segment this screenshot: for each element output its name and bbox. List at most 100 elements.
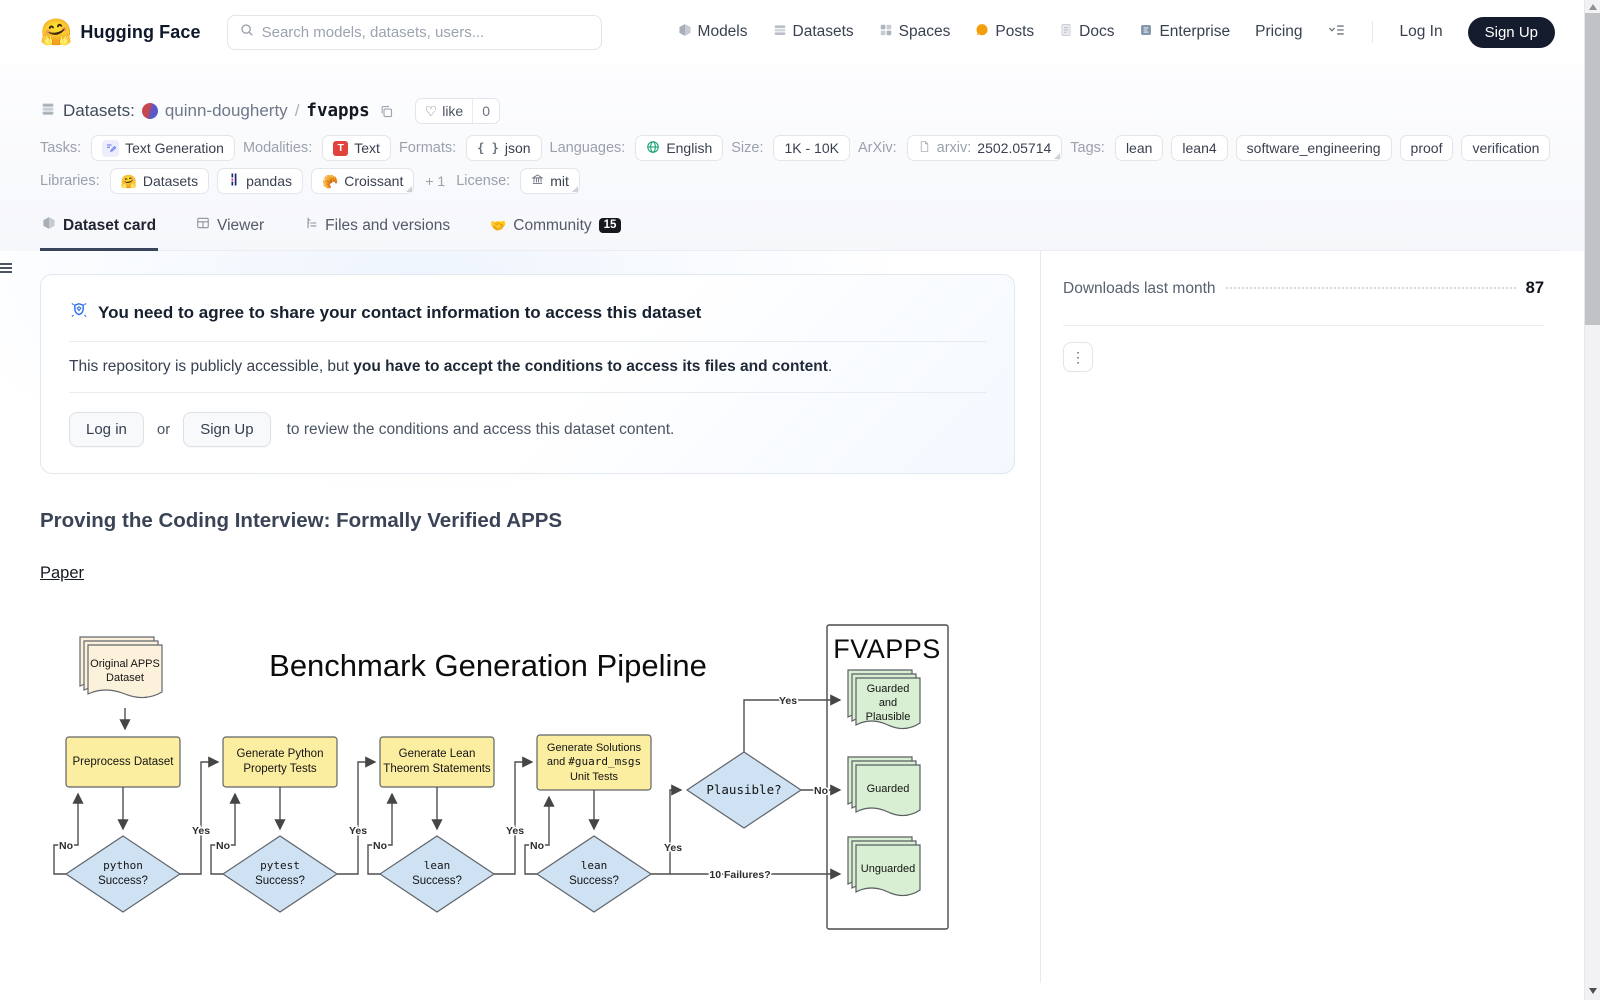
repo-header: Datasets: quinn-dougherty / fvapps ♡ lik… [0, 64, 1600, 251]
like-count[interactable]: 0 [472, 99, 499, 123]
chevron-menu-icon [1328, 23, 1345, 42]
gate-body: This repository is publicly accessible, … [69, 342, 986, 393]
nav-docs-label: Docs [1079, 23, 1115, 40]
tasks-label: Tasks: [40, 140, 82, 156]
process-boxes [65, 734, 652, 791]
pandas-icon [228, 173, 240, 189]
copy-repo-name-icon[interactable] [379, 104, 394, 119]
size-pill[interactable]: 1K - 10K [773, 135, 850, 161]
like-button[interactable]: ♡ like 0 [414, 98, 501, 124]
search-input[interactable] [261, 23, 589, 41]
nav-spaces[interactable]: Spaces [879, 23, 951, 42]
gate-login-button[interactable]: Log in [69, 412, 144, 447]
docs-file-icon [1059, 23, 1073, 42]
format-pill-json[interactable]: { } json [466, 135, 542, 161]
signup-button[interactable]: Sign Up [1467, 16, 1555, 48]
tag-pill-lean4[interactable]: lean4 [1171, 135, 1228, 161]
svg-text:No: No [59, 840, 73, 852]
tab-dataset-card[interactable]: Dataset card [40, 216, 159, 251]
page-scrollbar[interactable] [1584, 0, 1600, 1000]
viewer-table-icon [196, 216, 210, 235]
scrollbar-thumb[interactable] [1585, 13, 1600, 325]
tag-pill-proof[interactable]: proof [1399, 135, 1454, 161]
repo-owner-link[interactable]: quinn-dougherty [164, 101, 288, 120]
nav-more-menu[interactable] [1328, 23, 1345, 42]
gate-signup-button[interactable]: Sign Up [183, 412, 271, 447]
svg-text:No: No [814, 785, 828, 797]
fvapps-title: FVAPPS [833, 634, 941, 664]
libraries-label: Libraries: [40, 173, 100, 189]
languages-label: Languages: [549, 140, 626, 156]
repo-name-link[interactable]: fvapps [306, 101, 370, 121]
pipeline-diagram-svg: Benchmark Generation Pipeline [53, 624, 949, 930]
nav-pricing[interactable]: Pricing [1255, 23, 1302, 41]
hf-emoji-icon: 🤗 [40, 17, 73, 47]
source-doc-stack [79, 636, 163, 699]
paper-link[interactable]: Paper [40, 564, 85, 582]
hf-datasets-icon: 🤗 [120, 173, 137, 189]
formats-label: Formats: [398, 140, 457, 156]
svg-text:Yes: Yes [779, 695, 797, 707]
nav-divider [1371, 21, 1373, 43]
models-cube-icon [678, 23, 692, 42]
readme-heading: Proving the Coding Interview: Formally V… [40, 509, 563, 532]
dotted-leader [1225, 287, 1516, 289]
files-tree-icon [304, 216, 318, 235]
globe-icon [646, 140, 660, 157]
repo-kind: Datasets: [40, 101, 135, 122]
license-pill-mit[interactable]: mit [520, 168, 580, 194]
library-pill-datasets[interactable]: 🤗 Datasets [109, 168, 210, 194]
library-pill-pandas[interactable]: pandas [217, 168, 304, 194]
tab-files-and-versions[interactable]: Files and versions [302, 216, 452, 251]
tag-pill-lean[interactable]: lean [1114, 135, 1164, 161]
gated-shield-icon [69, 300, 89, 325]
more-options-button[interactable]: ⋮ [1063, 342, 1093, 372]
login-link[interactable]: Log In [1399, 23, 1443, 40]
svg-text:Yes: Yes [664, 842, 682, 854]
tag-pill-verification[interactable]: verification [1461, 135, 1551, 161]
modality-pill-text[interactable]: T Text [322, 135, 391, 161]
size-pill-label: 1K - 10K [784, 140, 839, 156]
pipeline-diagram-image: Benchmark Generation Pipeline [40, 612, 950, 944]
output-stack-guarded-plausible [847, 669, 921, 730]
modalities-label: Modalities: [242, 140, 313, 156]
downloads-count: 87 [1525, 279, 1544, 297]
nav-docs[interactable]: Docs [1059, 23, 1114, 42]
nav-posts[interactable]: Posts [975, 23, 1034, 42]
task-pill-label: Text Generation [125, 140, 224, 156]
brand-name: Hugging Face [80, 21, 201, 42]
nav-enterprise[interactable]: Enterprise [1139, 23, 1230, 42]
owner-avatar[interactable] [141, 103, 158, 119]
tab-viewer[interactable]: Viewer [194, 216, 266, 251]
tag-pill-software-engineering[interactable]: software_engineering [1235, 135, 1392, 161]
svg-text:No: No [530, 840, 544, 852]
tab-community[interactable]: 🤝 Community 15 [488, 217, 623, 251]
huggingface-logo[interactable]: 🤗 Hugging Face [40, 19, 201, 45]
scrollbar-down-arrow[interactable] [1585, 984, 1600, 998]
datasets-db-icon [40, 101, 56, 122]
svg-text:Yes: Yes [506, 825, 524, 837]
language-pill-english[interactable]: English [635, 135, 724, 161]
toc-toggle-icon[interactable] [0, 261, 14, 275]
gate-after-text: to review the conditions and access this… [286, 420, 675, 438]
scrollbar-up-arrow[interactable] [1585, 0, 1600, 14]
enterprise-icon [1139, 23, 1153, 42]
nav-datasets[interactable]: Datasets [773, 23, 854, 42]
task-pill-text-generation[interactable]: Text Generation [91, 135, 235, 161]
nav-models[interactable]: Models [678, 23, 748, 42]
libraries-more[interactable]: + 1 [425, 173, 446, 189]
svg-text:Yes: Yes [192, 825, 210, 837]
size-label: Size: [731, 140, 764, 156]
metadata-row-2: Libraries: 🤗 Datasets pandas 🥐 Croissant… [40, 168, 1560, 194]
community-count-badge: 15 [598, 217, 622, 234]
gate-actions: Log in or Sign Up to review the conditio… [69, 412, 986, 447]
gate-or-text: or [156, 421, 171, 438]
arxiv-pill[interactable]: arxiv:2502.05714 [906, 135, 1063, 161]
global-search[interactable] [226, 14, 602, 50]
arxiv-label: ArXiv: [857, 140, 897, 156]
library-pill-croissant[interactable]: 🥐 Croissant [311, 168, 415, 194]
nav-spaces-label: Spaces [898, 23, 951, 40]
main-area: You need to agree to share your contact … [0, 251, 1600, 983]
dataset-card-cube-icon [42, 216, 56, 235]
repo-title-row: Datasets: quinn-dougherty / fvapps ♡ lik… [40, 98, 1560, 124]
